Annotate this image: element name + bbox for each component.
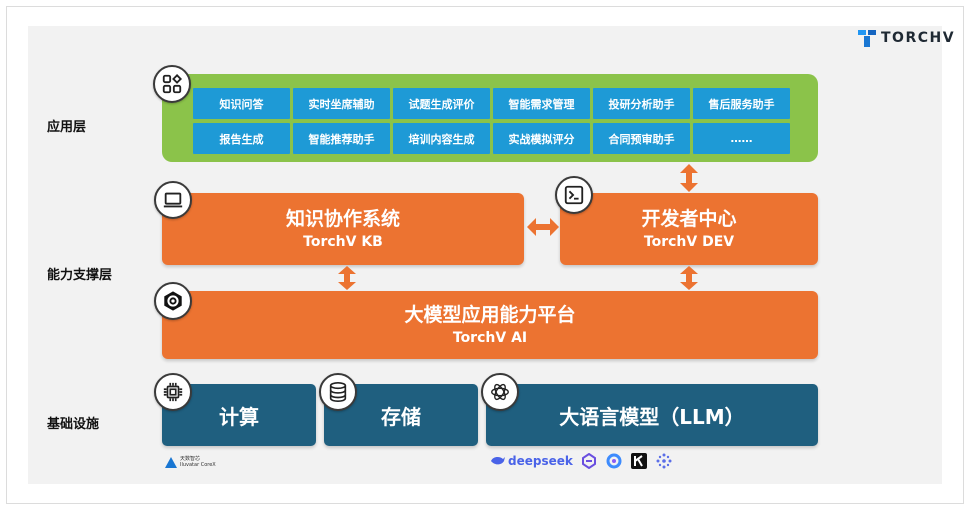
gear-hexagon-icon <box>154 282 192 320</box>
torchv-logo-icon <box>858 29 876 47</box>
dev-subtitle: TorchV DEV <box>643 233 735 250</box>
app-cell: 试题生成评价 <box>393 88 490 119</box>
chip-icon <box>154 373 192 411</box>
app-cell: 培训内容生成 <box>393 123 490 154</box>
layer-label-capability: 能力支撑层 <box>47 268 113 283</box>
iluvatar-name-en: Iluvatar CoreX <box>180 462 216 468</box>
apps-grid-icon <box>153 65 191 103</box>
qwen-icon <box>580 452 598 470</box>
app-cell: 合同预审助手 <box>593 123 690 154</box>
kb-subtitle: TorchV KB <box>303 233 383 250</box>
laptop-icon <box>154 181 192 219</box>
arrow-dev-ai <box>680 266 698 290</box>
iluvatar-logo-icon <box>165 456 177 468</box>
developer-center-box: 开发者中心 TorchV DEV <box>560 193 818 265</box>
storage-box: 存储 <box>324 384 478 446</box>
deepseek-logo: deepseek <box>490 454 573 468</box>
kimi-icon <box>630 452 648 470</box>
app-cell: 智能推荐助手 <box>293 123 390 154</box>
llm-box: 大语言模型（LLM） <box>486 384 818 446</box>
kb-title: 知识协作系统 <box>285 208 400 231</box>
doubao-icon <box>605 452 623 470</box>
knowledge-collab-system-box: 知识协作系统 TorchV KB <box>162 193 524 265</box>
terminal-icon <box>555 176 593 214</box>
layer-label-infrastructure: 基础设施 <box>47 417 100 432</box>
app-cell: 智能需求管理 <box>493 88 590 119</box>
llm-app-platform-box: 大模型应用能力平台 TorchV AI <box>162 291 818 359</box>
sparkle-model-icon <box>655 452 673 470</box>
dev-title: 开发者中心 <box>641 208 737 231</box>
openai-icon <box>481 373 519 411</box>
brand-name: TORCHV <box>881 30 956 46</box>
app-cell: 报告生成 <box>193 123 290 154</box>
torchv-logo: TORCHV <box>858 29 955 47</box>
deepseek-text: deepseek <box>508 454 573 468</box>
ai-title: 大模型应用能力平台 <box>404 304 576 327</box>
application-grid: 知识问答 实时坐席辅助 试题生成评价 智能需求管理 投研分析助手 售后服务助手 … <box>193 88 791 154</box>
app-cell: 实战模拟评分 <box>493 123 590 154</box>
iluvatar-logo: 天数智芯 Iluvatar CoreX <box>165 456 216 468</box>
layer-label-application: 应用层 <box>47 120 87 135</box>
arrow-kb-dev <box>527 218 559 236</box>
iluvatar-name-cn: 天数智芯 <box>180 456 201 462</box>
llm-vendor-logos: deepseek <box>490 452 673 470</box>
arrow-app-dev <box>680 164 698 192</box>
app-cell: 知识问答 <box>193 88 290 119</box>
arrow-kb-ai <box>338 266 356 290</box>
deepseek-whale-icon <box>491 456 505 465</box>
app-cell: 售后服务助手 <box>693 88 790 119</box>
ai-subtitle: TorchV AI <box>452 329 528 346</box>
app-cell: 实时坐席辅助 <box>293 88 390 119</box>
database-icon <box>319 373 357 411</box>
app-cell: 投研分析助手 <box>593 88 690 119</box>
app-cell: …… <box>693 123 790 154</box>
